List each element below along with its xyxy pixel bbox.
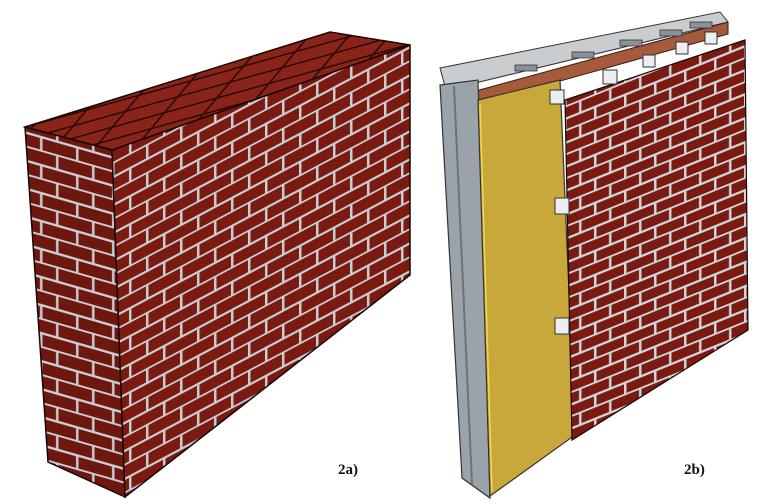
wall-tie bbox=[675, 41, 689, 55]
steel-stud bbox=[439, 79, 491, 500]
brick-veneer bbox=[564, 39, 749, 442]
insulation-board bbox=[477, 79, 576, 498]
brick-veneer-assembly bbox=[439, 11, 749, 500]
wall-ties bbox=[549, 31, 718, 335]
solid-brick-wall bbox=[22, 31, 411, 499]
wall-tie bbox=[602, 69, 618, 85]
wall-tie bbox=[554, 317, 570, 335]
wall-front-face bbox=[111, 43, 411, 499]
track-clips bbox=[514, 21, 713, 72]
panel-label-2a: 2a) bbox=[338, 462, 358, 478]
wall-tie bbox=[642, 54, 656, 68]
wall-tie bbox=[554, 197, 570, 215]
wall-tie bbox=[549, 89, 565, 105]
panel-label-2b: 2b) bbox=[684, 462, 705, 478]
wall-side-face bbox=[24, 126, 126, 499]
wall-tie bbox=[704, 31, 718, 45]
